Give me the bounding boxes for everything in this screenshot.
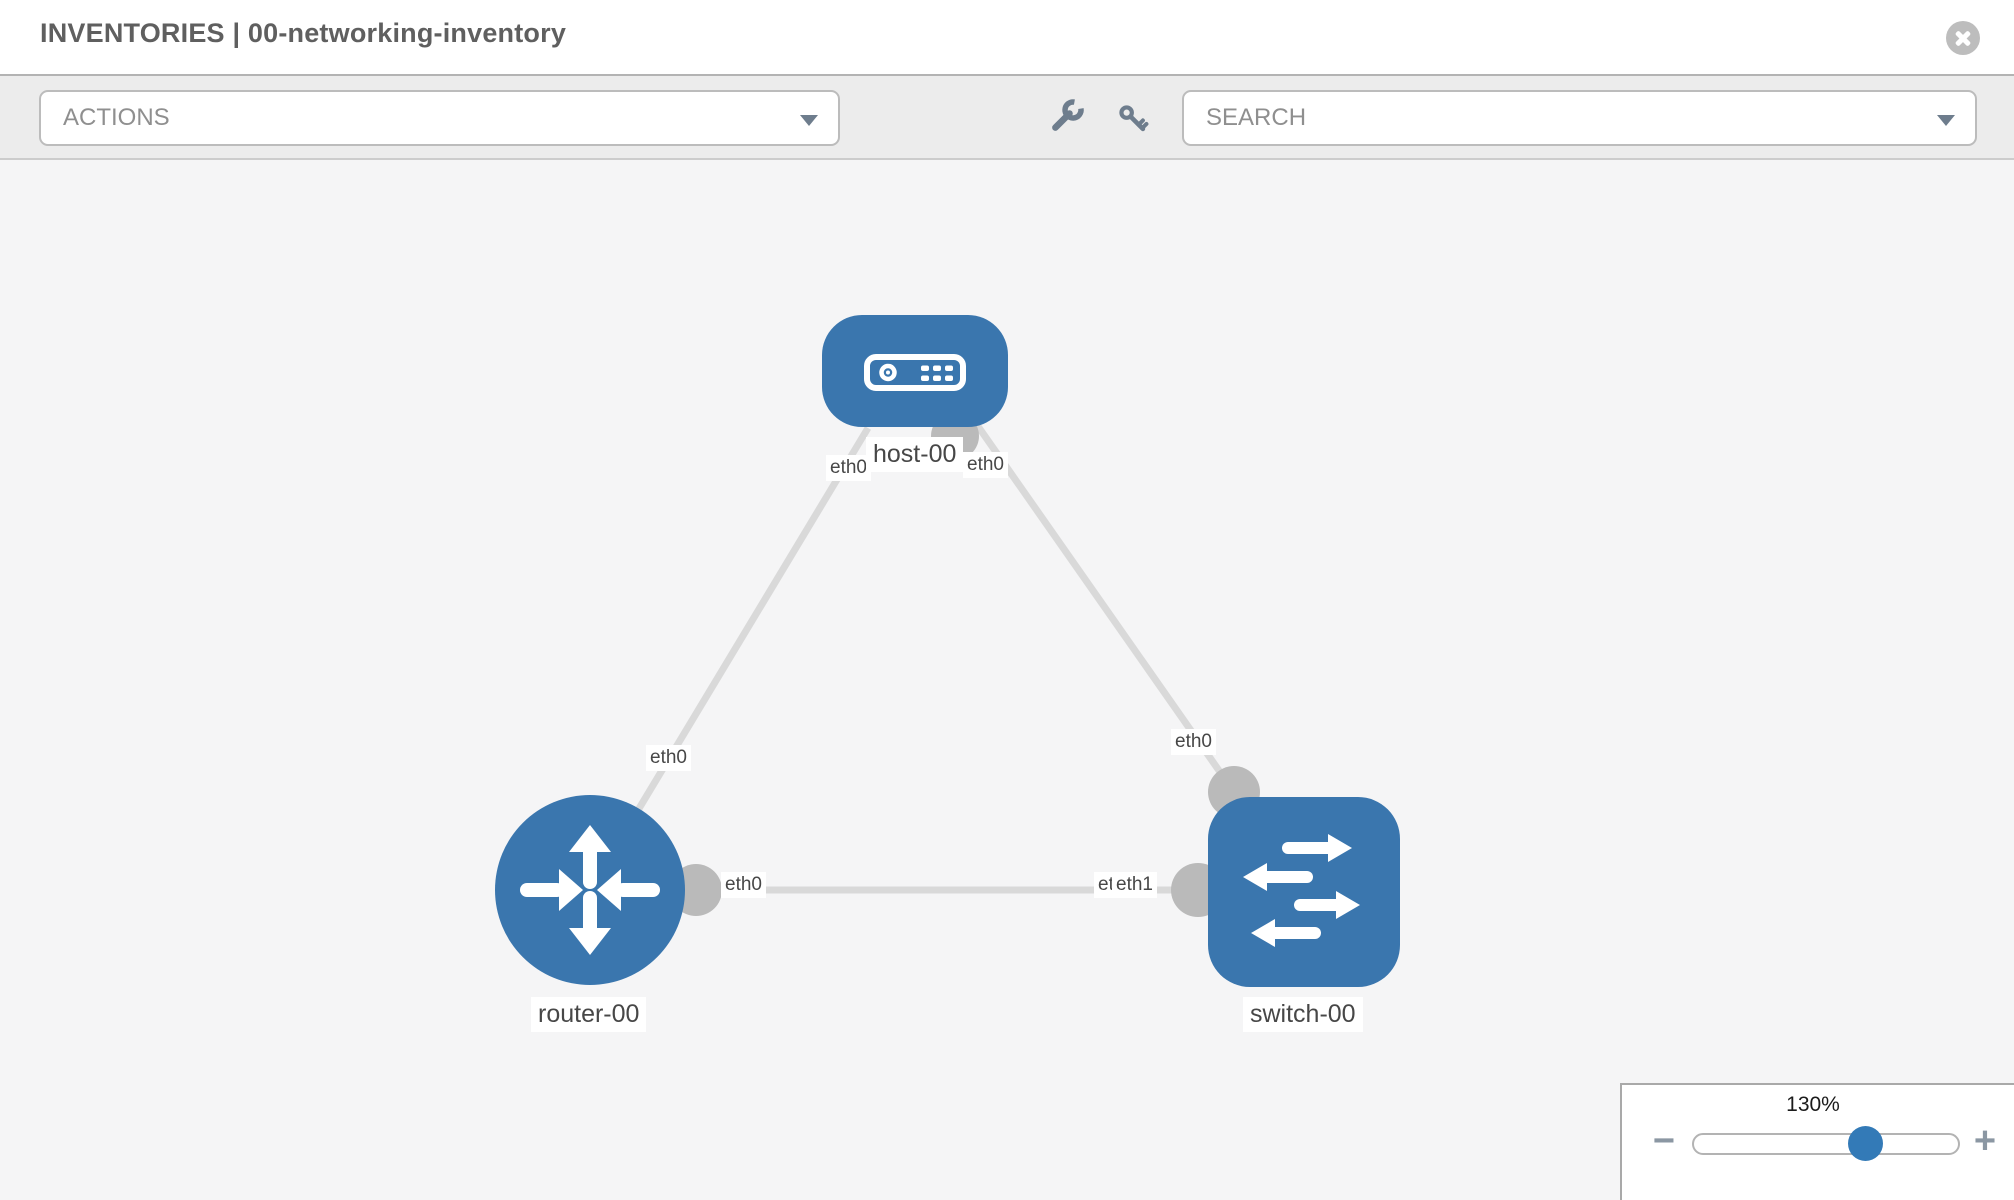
zoom-slider-thumb[interactable] <box>1848 1126 1883 1161</box>
toolbar: ACTIONS SEARCH <box>0 74 2014 160</box>
iface-label-host-right: eth0 <box>963 452 1008 478</box>
page-title: INVENTORIES | 00-networking-inventory <box>40 18 567 48</box>
wrench-icon <box>1052 99 1084 131</box>
credentials-button[interactable] <box>1113 98 1155 140</box>
iface-label-host-left: eth0 <box>826 455 871 481</box>
router-icon <box>520 825 660 955</box>
actions-dropdown[interactable]: ACTIONS <box>39 90 840 146</box>
iface-label-switch-eth1: eth1 <box>1112 872 1157 898</box>
key-icon <box>1119 105 1149 132</box>
iface-label-router-uplink: eth0 <box>646 745 691 771</box>
configure-button[interactable] <box>1045 98 1087 140</box>
iface-label-router-right: eth0 <box>721 872 766 898</box>
chevron-down-icon <box>1937 115 1955 126</box>
topology-canvas[interactable]: eth0 eth0 eth0 eth0 eth0 eth0 eth1 host-… <box>0 160 2014 1200</box>
node-router-00[interactable] <box>495 795 685 985</box>
zoom-level: 130% <box>1786 1093 1840 1116</box>
host-icon <box>864 354 966 391</box>
zoom-in-button[interactable]: + <box>1973 1119 1997 1162</box>
zoom-panel: 130% − + <box>1620 1083 2014 1200</box>
search-dropdown[interactable]: SEARCH <box>1182 90 1977 146</box>
node-label-switch-00: switch-00 <box>1243 997 1363 1032</box>
node-host-00[interactable] <box>822 315 1008 427</box>
search-dropdown-label: SEARCH <box>1206 104 1307 131</box>
zoom-slider-track[interactable] <box>1692 1126 1960 1161</box>
node-label-router-00: router-00 <box>531 997 647 1032</box>
iface-label-switch-uplink: eth0 <box>1171 729 1216 755</box>
node-label-host-00: host-00 <box>866 437 964 472</box>
switch-icon <box>1243 834 1360 947</box>
close-icon[interactable] <box>1946 21 1980 55</box>
actions-dropdown-label: ACTIONS <box>63 104 170 131</box>
header: INVENTORIES | 00-networking-inventory <box>0 0 2014 74</box>
zoom-out-button[interactable]: − <box>1652 1119 1676 1162</box>
node-switch-00[interactable] <box>1208 797 1400 987</box>
chevron-down-icon <box>800 115 818 126</box>
